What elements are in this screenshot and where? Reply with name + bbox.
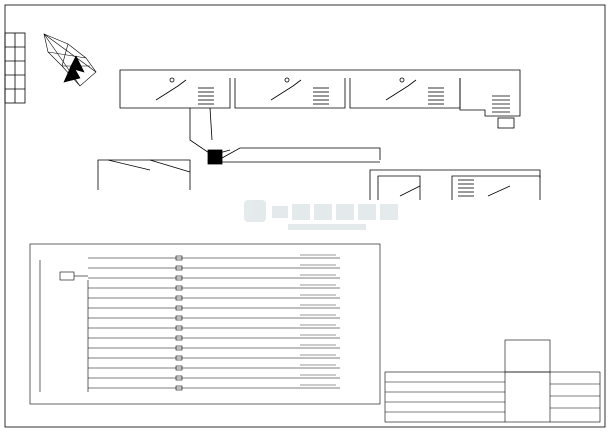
room-right-wall [369,169,541,200]
watermark [244,200,398,230]
circuit-breaker [175,335,183,341]
circuit-breaker [175,275,183,281]
light-fixture-top-3 [399,77,405,83]
circuit-breaker [175,255,183,261]
room-top-4 [459,78,521,117]
circuit-breaker [175,365,183,371]
schedule-frame [29,243,381,405]
compass-rose-symbol [43,33,97,87]
lighting-run-right-1 [399,185,421,197]
title-block-frame [384,371,601,423]
floor-plan [97,69,541,200]
room-right-1 [377,175,421,200]
lighting-run-top-2 [270,79,302,101]
main-panel-symbol [207,149,223,165]
plan-top-wall [119,69,521,78]
circuit-breaker [175,265,183,271]
lighting-run-top-3 [385,79,417,101]
light-fixture-top-2 [284,77,290,83]
revision-strip [4,32,26,104]
circuit-breaker [175,355,183,361]
circuit-breaker [175,375,183,381]
feeder-run-2 [209,107,213,141]
circuit-breaker [175,385,183,391]
lighting-run-top-1 [155,79,187,101]
distribution-panel-top [497,117,515,129]
room-top-3 [349,78,461,109]
feeder-run-1 [189,108,231,156]
drawing-border [4,4,606,428]
corridor-branch-2 [149,159,191,173]
feeder-run-3 [221,147,381,160]
circuit-breaker [175,345,183,351]
circuit-breaker [175,305,183,311]
project-info-box [504,339,551,373]
circuit-breaker [175,295,183,301]
room-top-1 [119,78,231,109]
title-block [384,339,601,423]
room-left-corridor [97,159,191,190]
circuit-breaker [175,285,183,291]
main-breaker [59,271,75,281]
corridor-branch-1 [107,159,151,171]
light-fixture-top-1 [169,77,175,83]
circuit-breaker [175,325,183,331]
room-top-2 [234,78,346,109]
panel-schedule [29,243,381,405]
lighting-run-right-2 [487,185,511,197]
circuit-breaker [175,315,183,321]
room-right-2 [451,175,541,200]
